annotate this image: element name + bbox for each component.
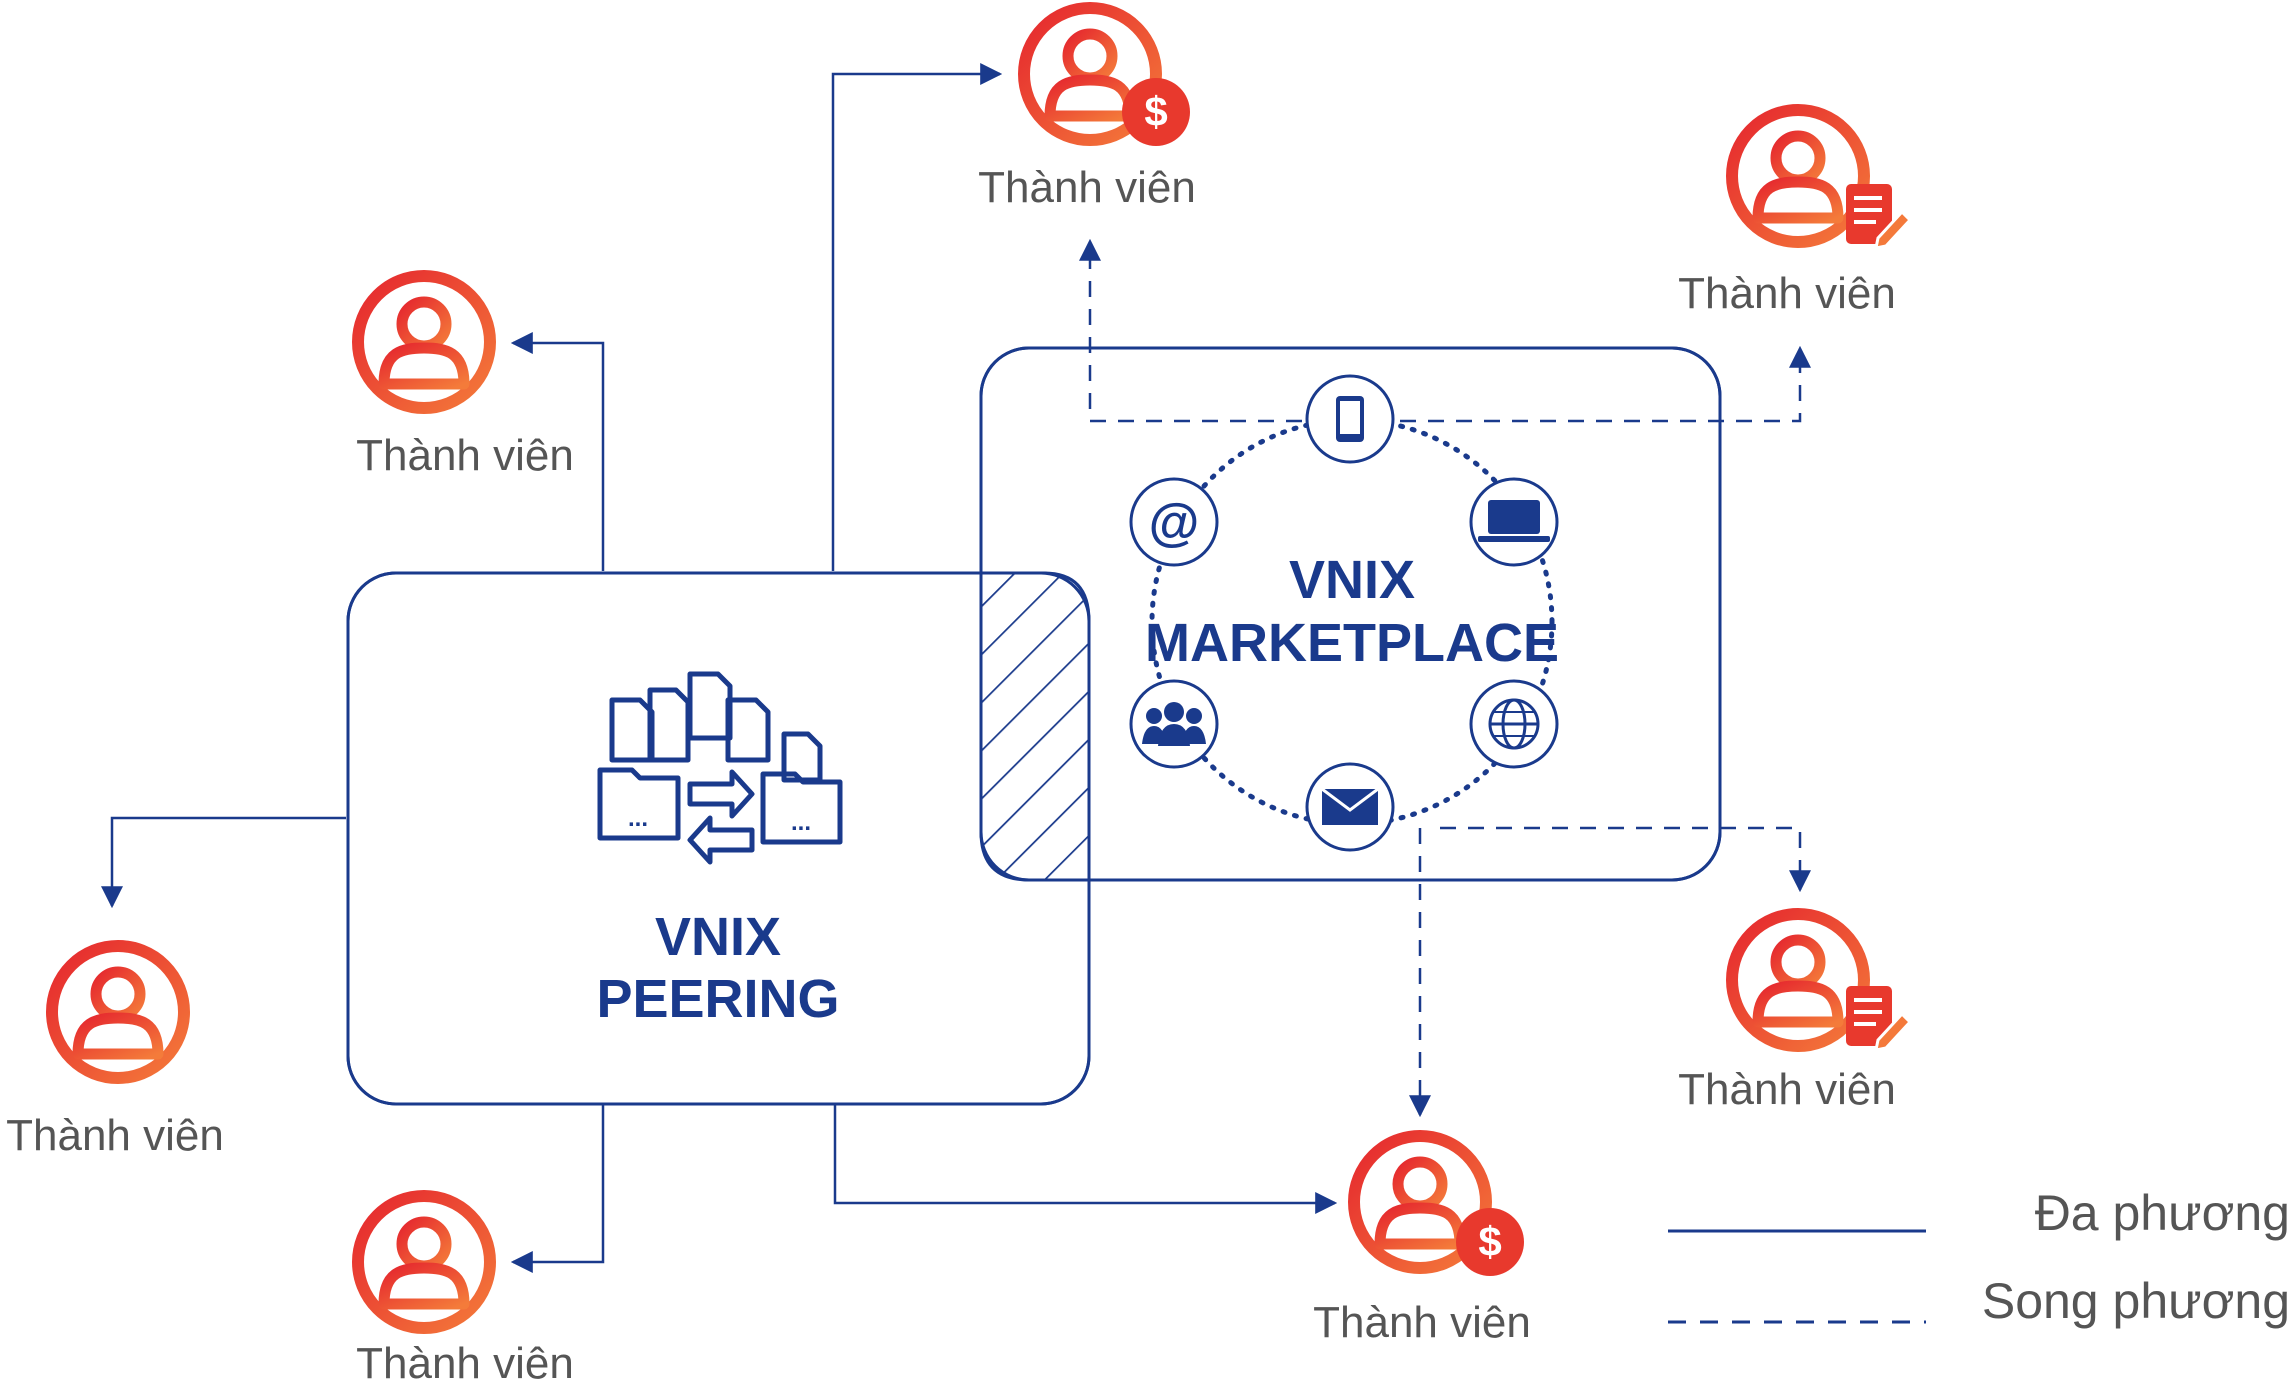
connector-top-member bbox=[831, 63, 1003, 571]
file-exchange-icon: ... ... bbox=[597, 671, 843, 865]
mobile-phone-icon bbox=[1305, 374, 1395, 464]
legend-solid-label: Đa phương bbox=[2035, 1185, 2290, 1241]
member-icon bbox=[1732, 110, 1864, 242]
solid-connectors bbox=[101, 63, 1338, 1273]
connector-upper-left-member bbox=[510, 332, 605, 571]
contract-badge-icon bbox=[1844, 182, 1912, 250]
member-label: Thành viên bbox=[1313, 1298, 1531, 1347]
group-icon bbox=[1129, 679, 1219, 769]
member-bottom: Thành viên bbox=[1313, 1136, 1531, 1347]
connector-right-upper-member-dashed bbox=[1400, 345, 1811, 423]
globe-icon bbox=[1469, 679, 1559, 769]
laptop-icon bbox=[1469, 477, 1559, 567]
member-left: Thành viên bbox=[6, 946, 224, 1160]
svg-text:...: ... bbox=[791, 809, 811, 836]
member-icon bbox=[52, 946, 184, 1078]
member-icon bbox=[358, 276, 490, 408]
connector-right-lower-member-dashed bbox=[1440, 826, 1811, 893]
member-icon bbox=[1732, 914, 1864, 1046]
member-label: Thành viên bbox=[356, 1339, 574, 1383]
dashed-connectors bbox=[1079, 238, 1811, 1118]
dollar-badge-icon bbox=[1122, 78, 1190, 146]
member-right-lower: Thành viên bbox=[1678, 914, 1912, 1114]
member-bottom-left: Thành viên bbox=[356, 1196, 574, 1383]
connector-bottom-left-member bbox=[510, 1105, 605, 1273]
member-label: Thành viên bbox=[356, 431, 574, 480]
contract-badge-icon bbox=[1844, 984, 1912, 1052]
member-icon bbox=[358, 1196, 490, 1328]
svg-text:@: @ bbox=[1149, 494, 1200, 552]
envelope-icon bbox=[1305, 762, 1395, 852]
marketplace-title-line1: VNIX bbox=[1289, 550, 1415, 610]
member-label: Thành viên bbox=[978, 163, 1196, 212]
at-sign-icon: @ bbox=[1129, 477, 1219, 567]
member-top: Thành viên bbox=[978, 8, 1196, 212]
connector-top-member-dashed bbox=[1079, 238, 1330, 423]
svg-text:...: ... bbox=[628, 805, 648, 832]
dollar-badge-icon bbox=[1456, 1208, 1524, 1276]
connector-left-member bbox=[101, 816, 346, 909]
connector-bottom-member bbox=[833, 1105, 1338, 1214]
member-right-upper: Thành viên bbox=[1678, 110, 1912, 318]
member-label: Thành viên bbox=[6, 1111, 224, 1160]
member-label: Thành viên bbox=[1678, 1065, 1896, 1114]
member-label: Thành viên bbox=[1678, 269, 1896, 318]
overlap-hatch bbox=[979, 571, 1091, 882]
member-upper-left: Thành viên bbox=[356, 276, 574, 480]
peering-title-line2: PEERING bbox=[596, 969, 839, 1029]
legend: Đa phương Song phương bbox=[1668, 1185, 2290, 1329]
legend-dashed-label: Song phương bbox=[1982, 1273, 2290, 1329]
peering-title-line1: VNIX bbox=[655, 907, 781, 967]
marketplace-title-line2: MARKETPLACE bbox=[1145, 613, 1559, 673]
